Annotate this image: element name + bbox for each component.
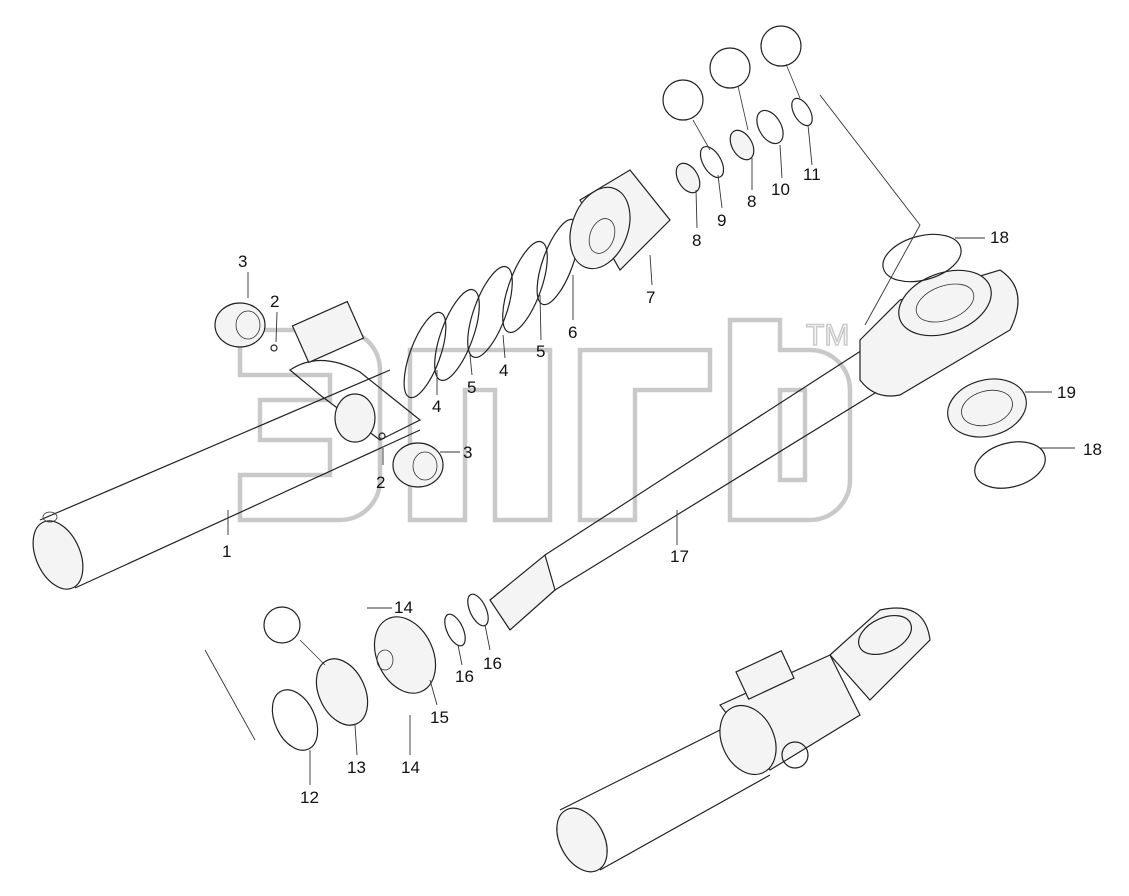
callout-19: 19 [1057, 383, 1076, 402]
grease-pin-lower [378, 432, 386, 440]
callout-4-right: 4 [499, 361, 508, 380]
callout-2-lower: 2 [376, 473, 385, 492]
callout-4-left: 4 [432, 397, 441, 416]
callout-8-right: 8 [747, 192, 756, 211]
eye-bushing [947, 378, 1027, 438]
callout-18-lower: 18 [1083, 440, 1102, 459]
callout-5-left: 5 [467, 378, 476, 397]
cylinder-barrel [32, 300, 422, 590]
callout-16-left: 16 [455, 667, 474, 686]
seal-profile-details [662, 25, 802, 151]
callout-8-left: 8 [692, 231, 701, 250]
callout-7: 7 [646, 288, 655, 307]
watermark-trademark: TM [806, 319, 849, 352]
callout-9: 9 [717, 211, 726, 230]
assembled-cylinder [556, 607, 931, 873]
callout-10: 10 [771, 180, 790, 199]
bushing-lower [392, 442, 444, 488]
callout-2-upper: 2 [270, 292, 279, 311]
retaining-ring-lower [974, 441, 1046, 489]
leader-lines [204, 94, 1075, 785]
bushing-upper [214, 302, 266, 348]
callout-11: 11 [803, 165, 821, 184]
callout-13: 13 [347, 758, 366, 777]
callout-17: 17 [670, 547, 689, 566]
callout-5-right: 5 [536, 342, 545, 361]
callout-14-upper: 14 [394, 598, 413, 617]
grease-pin-upper [270, 344, 278, 352]
callout-6: 6 [568, 323, 577, 342]
callout-15: 15 [430, 708, 449, 727]
callout-12: 12 [300, 788, 319, 807]
piston-assembly [263, 593, 489, 751]
gland-seals [675, 97, 813, 194]
callout-18-upper: 18 [990, 228, 1009, 247]
seal-rings [403, 218, 580, 399]
callout-1: 1 [222, 542, 231, 561]
callout-14-lower: 14 [401, 758, 420, 777]
gland-head [569, 169, 671, 271]
callout-3-lower: 3 [463, 443, 472, 462]
retaining-ring-upper [882, 233, 962, 283]
callout-labels: 1 2 2 3 3 4 4 5 5 6 7 8 8 9 10 11 12 13 … [222, 165, 1102, 807]
callout-16-right: 16 [483, 654, 502, 673]
piston-rod [489, 269, 1019, 631]
watermark-logo: TM [237, 317, 853, 523]
callout-3-upper: 3 [238, 252, 247, 271]
